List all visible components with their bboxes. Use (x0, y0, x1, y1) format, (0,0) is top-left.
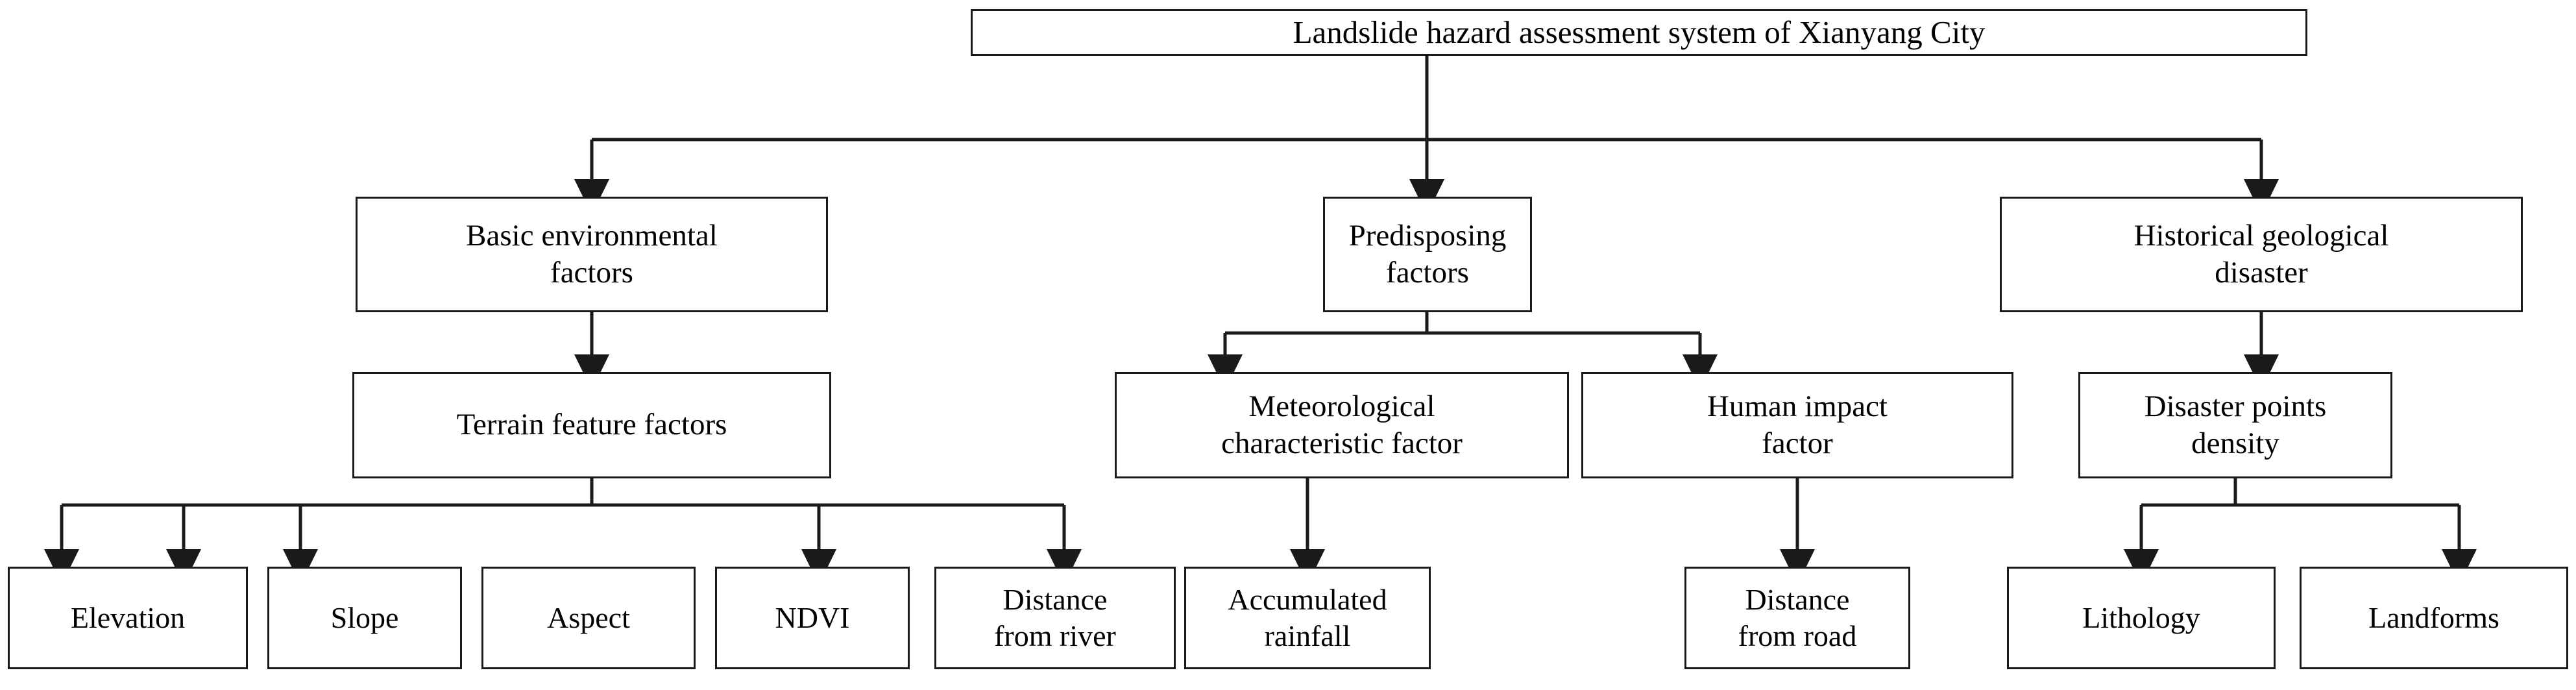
node-terrain-feature-factors: Terrain feature factors (352, 372, 831, 478)
node-distance-from-road: Distance from road (1684, 567, 1910, 669)
node-basic-environmental-factors: Basic environmental factors (356, 197, 828, 312)
node-predisposing-factors-label: Predisposing factors (1348, 218, 1507, 290)
node-historical-geological-disaster-label: Historical geological disaster (2133, 218, 2389, 290)
node-slope: Slope (267, 567, 462, 669)
node-distance-from-road-label: Distance from road (1738, 582, 1857, 652)
node-landforms: Landforms (2300, 567, 2568, 669)
node-ndvi: NDVI (715, 567, 910, 669)
node-slope-label: Slope (330, 600, 399, 634)
node-lithology-label: Lithology (2082, 600, 2200, 634)
node-predisposing-factors: Predisposing factors (1323, 197, 1532, 312)
node-meteorological-characteristic-factor: Meteorological characteristic factor (1115, 372, 1569, 478)
node-root-label: Landslide hazard assessment system of Xi… (1293, 14, 1986, 51)
node-human-impact-factor: Human impact factor (1581, 372, 2013, 478)
node-disaster-points-density-label: Disaster points density (2144, 389, 2327, 460)
node-human-impact-factor-label: Human impact factor (1707, 389, 1888, 460)
node-basic-environmental-factors-label: Basic environmental factors (466, 218, 718, 290)
node-historical-geological-disaster: Historical geological disaster (2000, 197, 2523, 312)
node-distance-from-river: Distance from river (934, 567, 1176, 669)
node-terrain-feature-factors-label: Terrain feature factors (456, 408, 727, 442)
node-distance-from-river-label: Distance from river (994, 582, 1116, 652)
node-lithology: Lithology (2007, 567, 2276, 669)
node-landforms-label: Landforms (2368, 600, 2499, 634)
node-accumulated-rainfall: Accumulated rainfall (1184, 567, 1431, 669)
node-aspect: Aspect (481, 567, 696, 669)
node-disaster-points-density: Disaster points density (2078, 372, 2392, 478)
node-elevation: Elevation (8, 567, 248, 669)
node-ndvi-label: NDVI (775, 600, 850, 634)
node-aspect-label: Aspect (547, 600, 630, 634)
node-elevation-label: Elevation (70, 600, 186, 634)
node-root: Landslide hazard assessment system of Xi… (971, 9, 2307, 56)
node-accumulated-rainfall-label: Accumulated rainfall (1228, 582, 1387, 652)
node-meteorological-characteristic-factor-label: Meteorological characteristic factor (1221, 389, 1463, 460)
